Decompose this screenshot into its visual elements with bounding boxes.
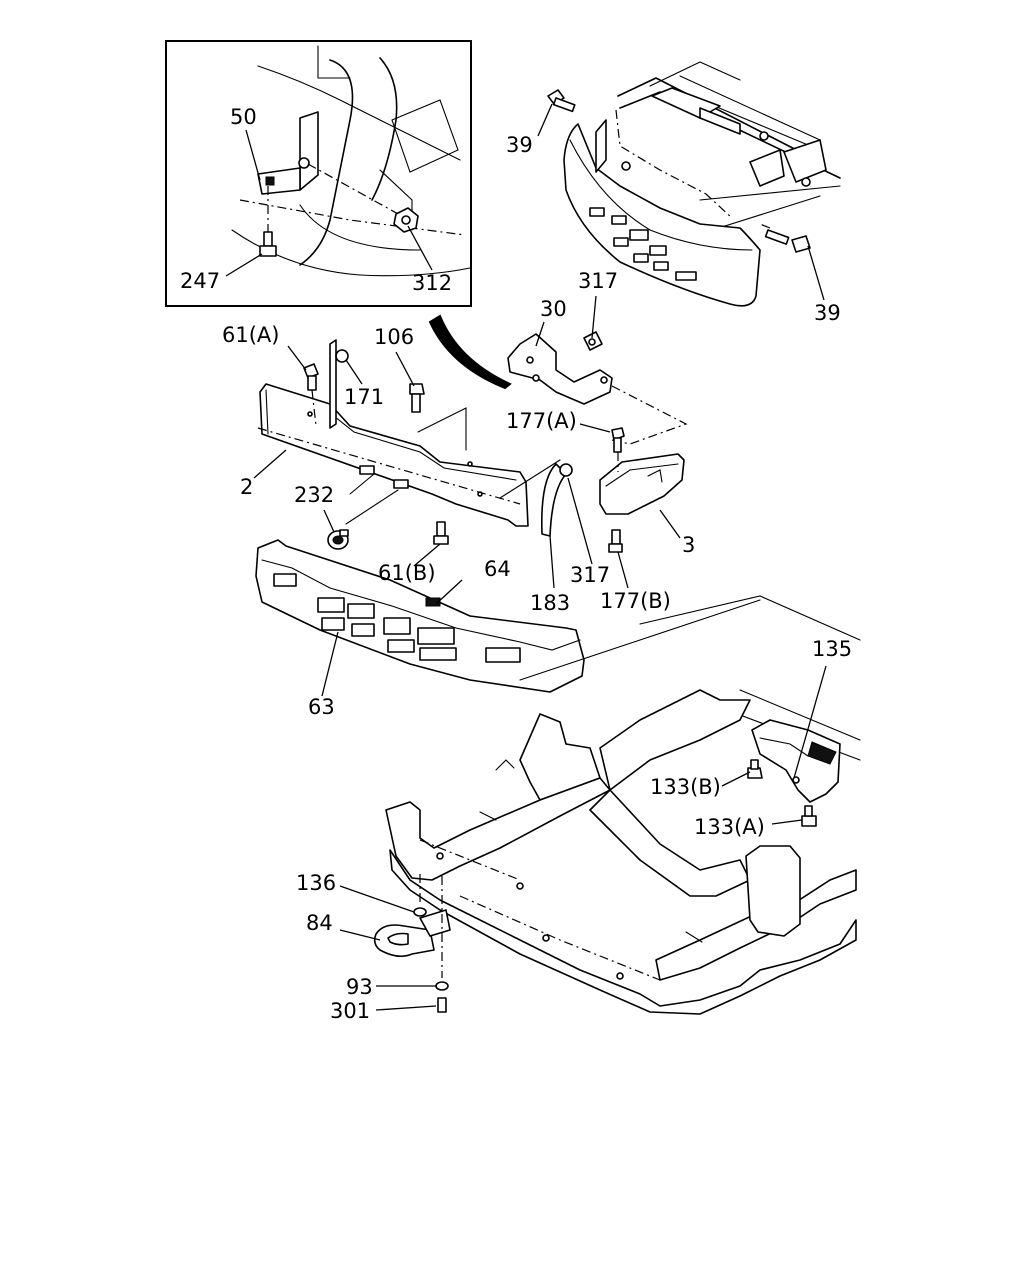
label-3: 3 [682,533,695,557]
bumper-cover-63 [255,539,585,693]
nut-312 [393,207,419,233]
washer-136 [413,907,427,917]
clip-171 [335,349,349,363]
label-63: 63 [308,695,335,719]
label-177a: 177(A) [506,409,577,433]
label-317-bottom: 317 [570,563,610,587]
bracket-183 [540,463,573,537]
bolt-247 [259,231,277,257]
label-30: 30 [540,297,567,321]
label-106: 106 [374,325,414,349]
bolt-301 [437,997,447,1013]
bolt-39-right [764,229,811,253]
label-50: 50 [230,105,257,129]
label-84: 84 [306,911,333,935]
bolt-106 [409,383,425,413]
reinforcement-2 [257,339,561,527]
label-93: 93 [346,975,373,999]
bolt-61a [303,363,319,391]
label-61a: 61(A) [222,323,279,347]
label-177b: 177(B) [600,589,671,613]
label-135: 135 [812,637,852,661]
label-183: 183 [530,591,570,615]
bolt-133a [801,805,817,827]
bolt-133b [747,759,763,779]
label-171: 171 [344,385,384,409]
label-39-top: 39 [506,133,533,157]
label-61b: 61(B) [378,561,436,585]
inset-detail [165,40,472,307]
label-136: 136 [296,871,336,895]
label-312: 312 [412,271,452,295]
bracket-30 [507,331,613,405]
tow-hook-84 [373,909,451,958]
label-64: 64 [484,557,511,581]
grommet-232 [327,529,349,550]
bolt-39-top [547,89,576,113]
bolt-177a [611,427,625,453]
label-133a: 133(A) [694,815,765,839]
label-317-top: 317 [578,269,618,293]
label-2: 2 [240,475,253,499]
cover-3 [599,453,685,515]
part-labels: 50 247 312 39 39 317 30 61(A) 106 171 17… [180,105,852,1023]
bolt-177b [608,529,623,553]
upper-bumper-assembly [547,61,841,307]
label-247: 247 [180,269,220,293]
bracket-135 [751,719,841,803]
label-133b: 133(B) [650,775,721,799]
washer-93 [435,981,449,991]
bolt-61b [433,521,449,545]
label-39-right: 39 [814,301,841,325]
leader-lines [225,103,827,1011]
label-301: 301 [330,999,370,1023]
label-232: 232 [294,483,334,507]
curved-arrow [428,314,512,390]
